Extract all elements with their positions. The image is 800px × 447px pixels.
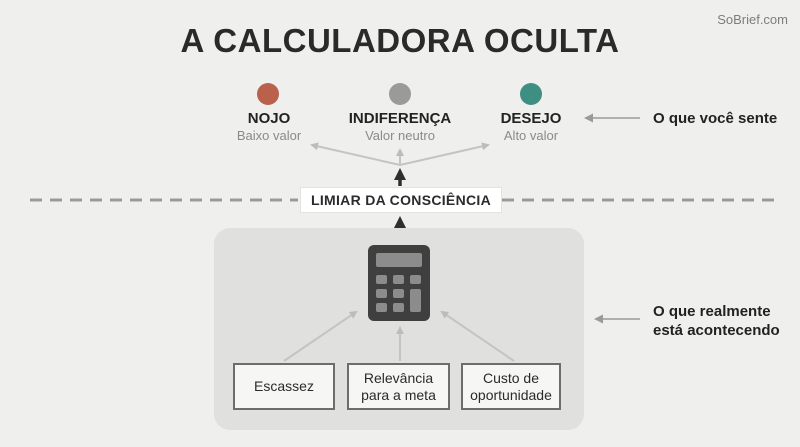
happening-note-line2: está acontecendo bbox=[653, 322, 780, 339]
indiferenca-dot bbox=[389, 83, 411, 105]
input-arrow-escassez bbox=[283, 310, 358, 362]
calculator-key-tall bbox=[410, 289, 421, 312]
happening-note: O que realmente está acontecendo bbox=[653, 302, 780, 340]
input-box-escassez: Escassez bbox=[233, 363, 335, 410]
calculator-key bbox=[393, 275, 404, 284]
calculator-icon bbox=[368, 245, 430, 321]
input-box-relevancia: Relevância para a meta bbox=[347, 363, 450, 410]
calculator-key bbox=[376, 275, 387, 284]
calculator-key bbox=[376, 289, 387, 298]
state-label-desejo: DESEJO bbox=[500, 110, 562, 127]
input-label-line2: oportunidade bbox=[470, 386, 552, 403]
input-arrow-custo bbox=[440, 310, 515, 362]
calculator-screen bbox=[376, 253, 422, 267]
calculator-key bbox=[393, 289, 404, 298]
state-sub-nojo: Baixo valor bbox=[236, 128, 302, 143]
threshold-label: LIMIAR DA CONSCIÊNCIA bbox=[300, 187, 502, 213]
state-label-indiferenca: INDIFERENÇA bbox=[348, 110, 452, 127]
state-sub-indiferenca: Valor neutro bbox=[365, 128, 435, 143]
input-label-line1: Escassez bbox=[254, 378, 314, 394]
input-label-line1: Relevância bbox=[363, 369, 434, 386]
input-label-line2: para a meta bbox=[361, 386, 436, 403]
input-box-custo: Custo de oportunidade bbox=[461, 363, 561, 410]
state-sub-desejo: Alto valor bbox=[503, 128, 559, 143]
brand-watermark: SoBrief.com bbox=[717, 12, 788, 27]
state-label-nojo: NOJO bbox=[247, 110, 291, 127]
fan-arrow-nojo bbox=[310, 142, 401, 166]
fan-arrow-desejo bbox=[399, 142, 490, 166]
page-title: A CALCULADORA OCULTA bbox=[180, 22, 620, 59]
desejo-dot bbox=[520, 83, 542, 105]
feel-note: O que você sente bbox=[653, 110, 778, 127]
input-label-line1: Custo de bbox=[482, 369, 540, 386]
calculator-key bbox=[410, 275, 421, 284]
nojo-dot bbox=[257, 83, 279, 105]
calculator-key bbox=[393, 303, 404, 312]
calculator-key bbox=[376, 303, 387, 312]
happening-note-line1: O que realmente bbox=[653, 303, 771, 320]
